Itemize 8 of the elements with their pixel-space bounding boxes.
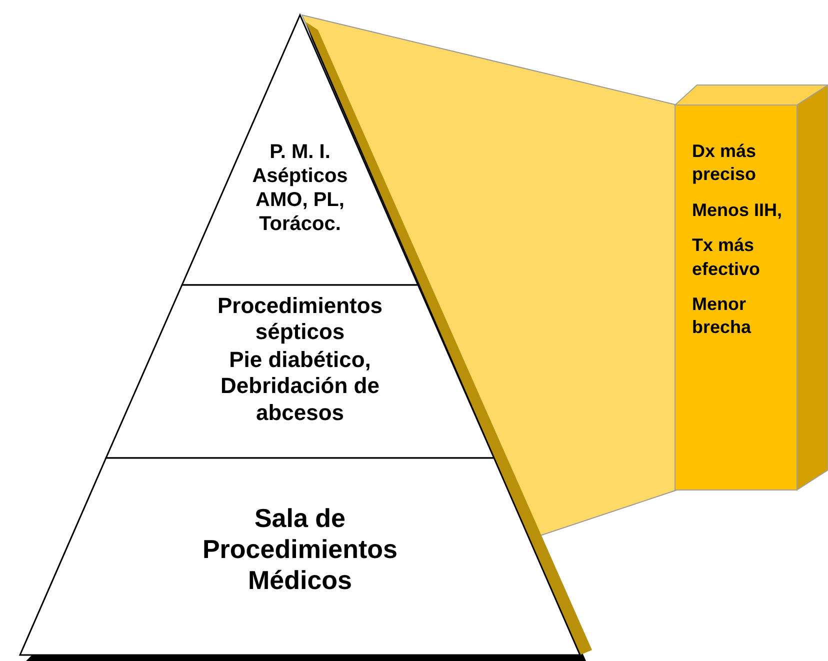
benefit-text: Tx más efectivo: [692, 234, 762, 281]
benefit-text: Menos IIH,: [692, 198, 784, 222]
benefit-text: Dx más preciso: [692, 140, 758, 186]
level-label: P. M. I. Asépticos AMO, PL, Torácoc.: [251, 140, 349, 236]
level-heading: Procedimientos sépticos: [216, 293, 384, 346]
level-text: Pie diabético, Debridación de abcesos: [220, 347, 380, 426]
benefit-text: Menor brecha: [692, 292, 752, 340]
level-label: Sala de Procedimientos Médicos: [201, 503, 399, 597]
